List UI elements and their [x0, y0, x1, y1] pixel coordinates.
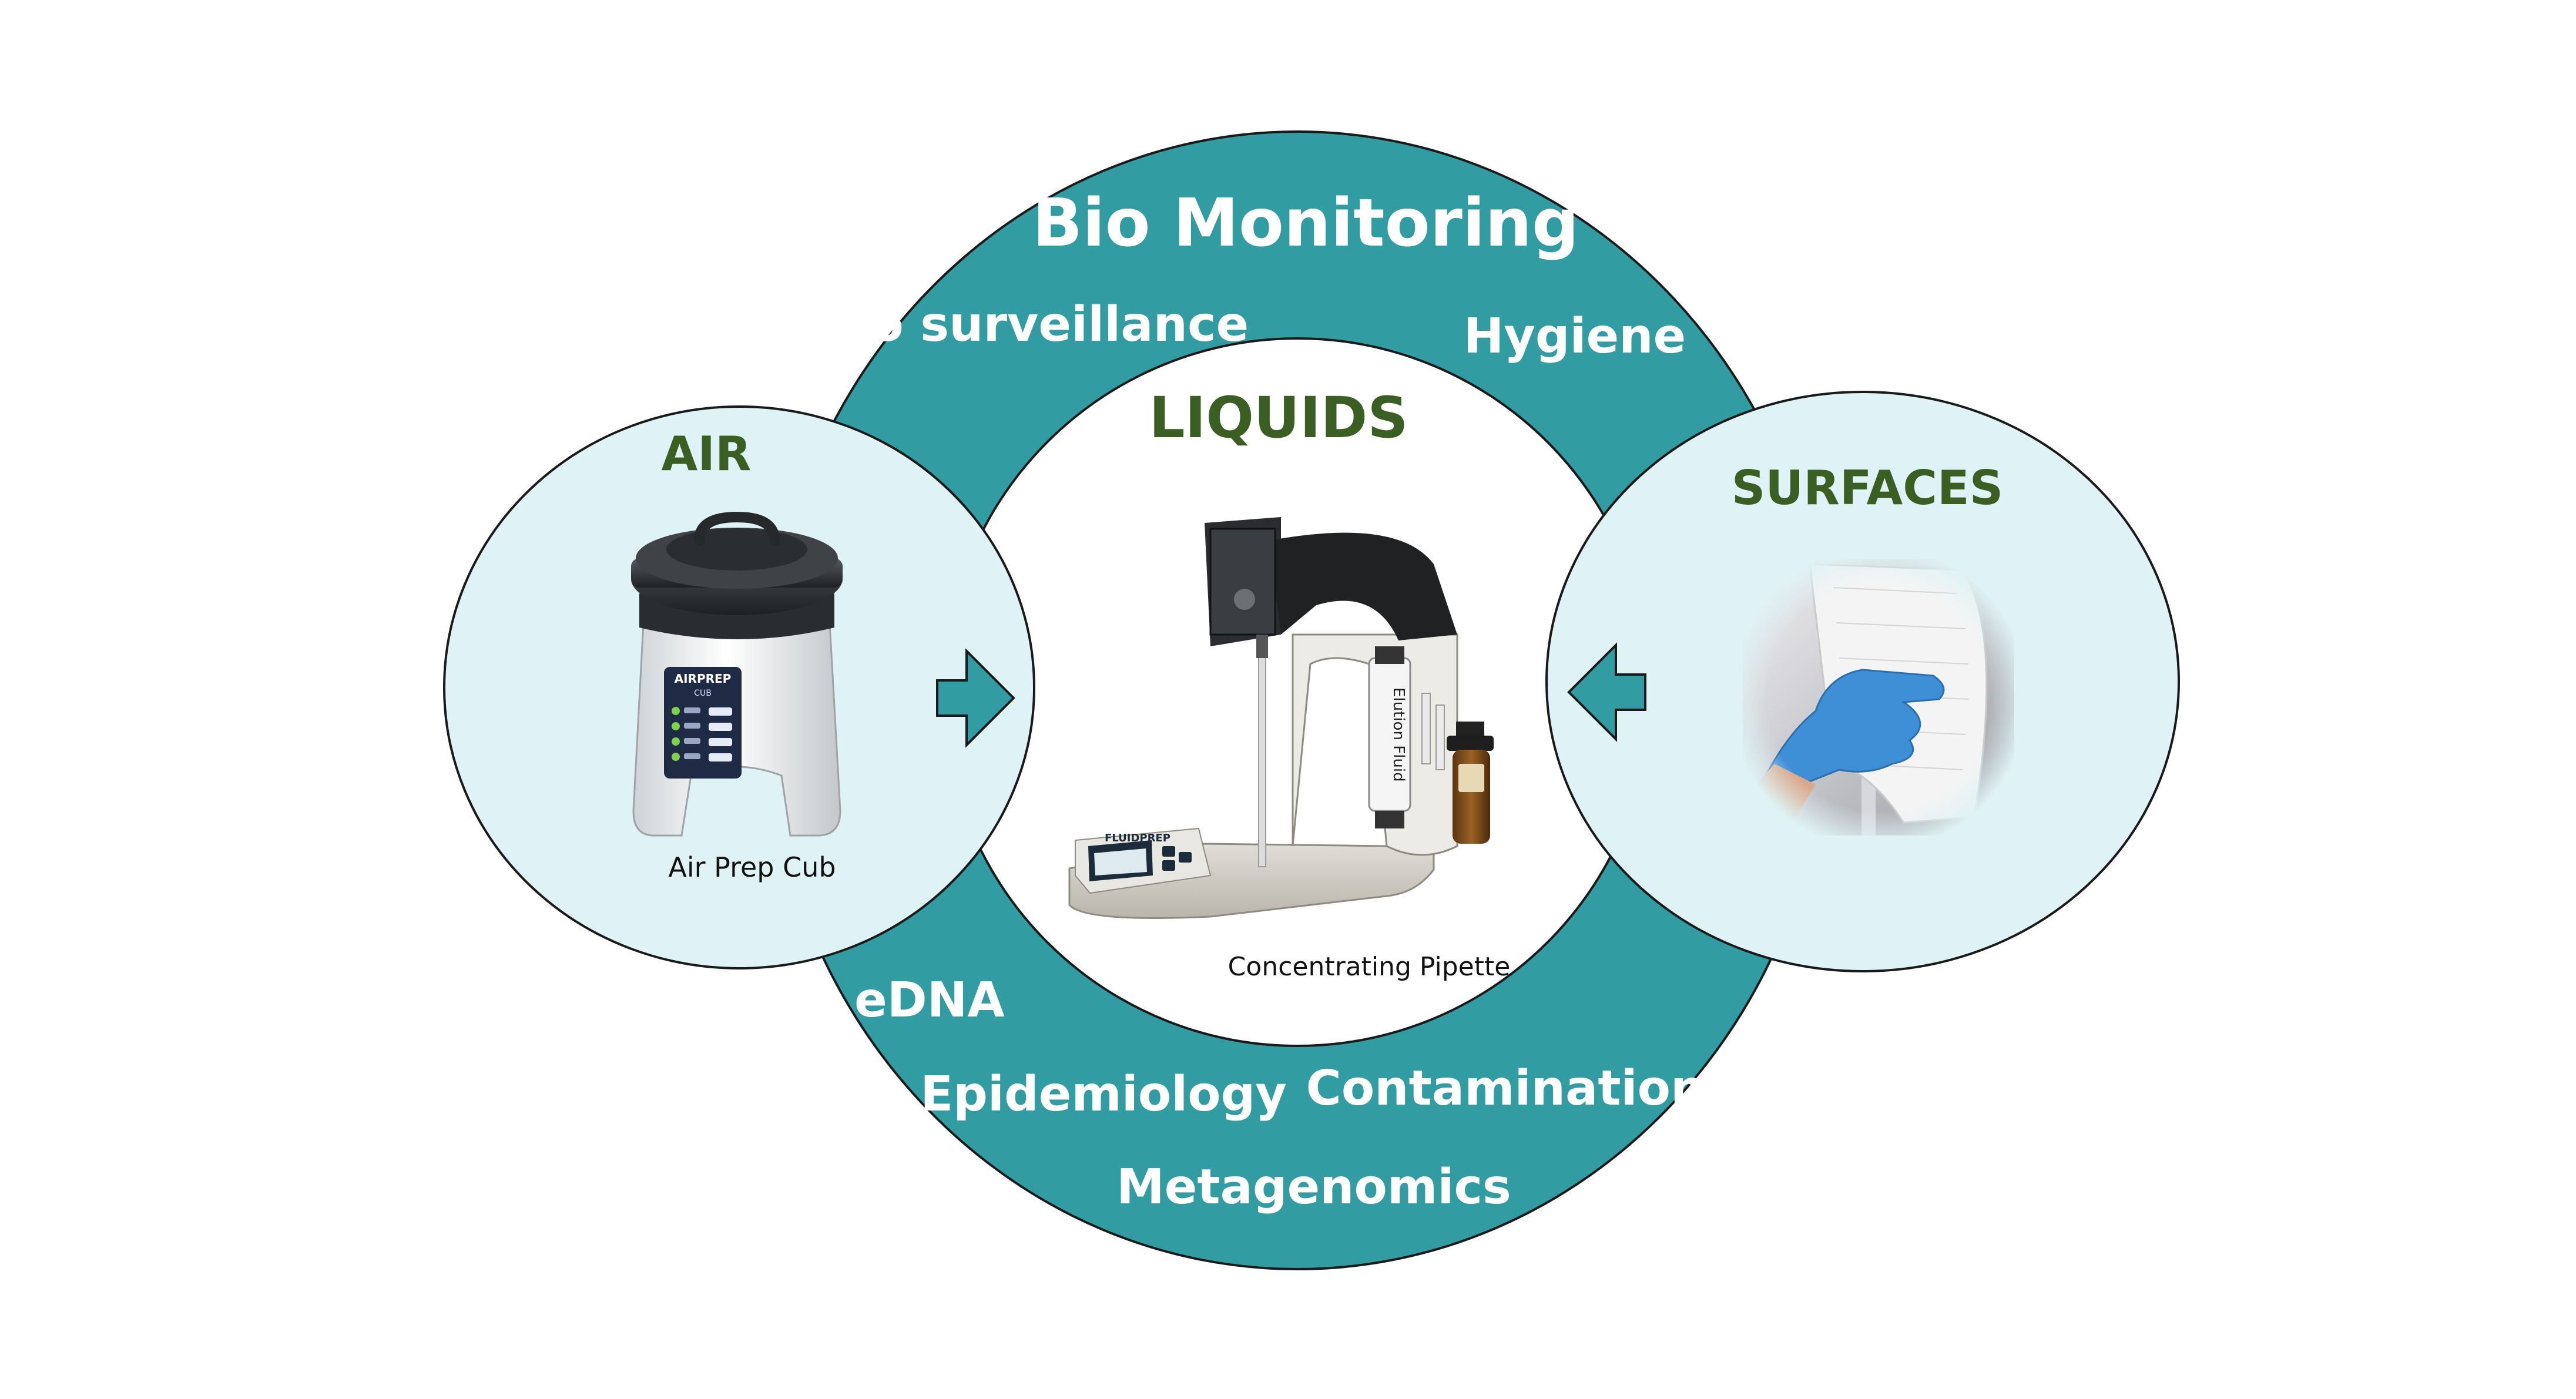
label-hygiene: Hygiene	[1464, 308, 1686, 364]
air-title: AIR	[661, 427, 751, 481]
label-contamination: Contamination	[1306, 1061, 1705, 1116]
ring-title: Bio Monitoring	[1032, 185, 1579, 261]
liquids-device-brand: FLUIDPREP	[1105, 832, 1170, 844]
label-edna: eDNA	[854, 972, 1005, 1028]
air-device-brand: AIRPREP	[675, 672, 732, 686]
liquids-caption: Concentrating Pipette	[1228, 952, 1511, 982]
label-metagenomics: Metagenomics	[1116, 1159, 1511, 1215]
label-bio-surveillance: Bio surveillance	[817, 297, 1249, 353]
air-sampler-icon: AIRPREP CUB	[631, 511, 843, 837]
concentrating-pipette-icon: FLUIDPREP Elution Fluid	[1068, 517, 1494, 919]
surfaces-title: SURFACES	[1732, 461, 2004, 515]
air-device-model: CUB	[694, 689, 712, 698]
air-caption: Air Prep Cub	[668, 851, 836, 883]
arrow-right-icon	[936, 648, 1015, 748]
gloved-hand-wipe-icon	[1743, 559, 2014, 836]
elution-fluid-label: Elution Fluid	[1390, 687, 1407, 782]
label-epidemiology: Epidemiology	[920, 1066, 1287, 1122]
arrow-left-icon	[1567, 642, 1646, 742]
liquids-title: LIQUIDS	[1149, 385, 1408, 451]
